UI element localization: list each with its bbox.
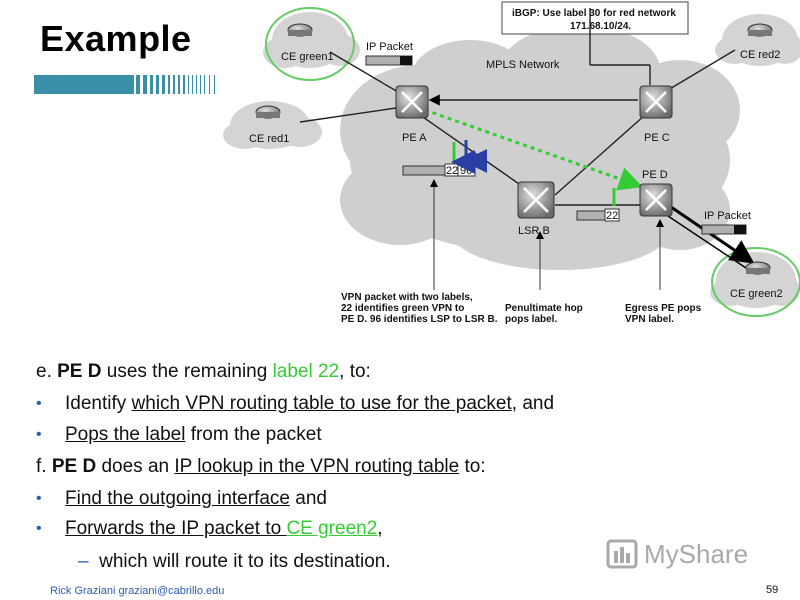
step-f-line: f. PE D does an IP lookup in the VPN rou… (36, 456, 486, 478)
bullet-1-marker: • (36, 395, 42, 412)
bullet-4-marker: • (36, 520, 42, 537)
ce-green1-router-icon (287, 23, 313, 37)
bullet-2-line: Pops the label from the packet (65, 424, 322, 446)
ip-packet-label: IP Packet (366, 41, 413, 53)
footer-author: Rick Graziani graziani@cabrillo.edu (50, 585, 225, 597)
step-e-line: e. PE D uses the remaining label 22, to: (36, 361, 371, 383)
bullet-4-underlined: Forwards the IP packet to (65, 518, 287, 539)
mpls-network-diagram: iBGP: Use label 30 for red network 171.6… (223, 1, 800, 325)
step-e-label-22: label 22 (272, 361, 340, 382)
green-lsp-path (424, 108, 643, 191)
slide-title: Example (40, 18, 192, 59)
step-f-router: PE D (51, 456, 97, 477)
ce-red1-label: CE red1 (249, 133, 289, 145)
pe-d-to-ce-green2-line (661, 211, 747, 269)
myshare-logo: MyShare (606, 539, 748, 569)
ibgp-note-box (501, 1, 689, 35)
bullet-4-ce-green2: CE green2 (286, 518, 378, 539)
ce-green2-router-icon (745, 261, 771, 275)
bullet-1-post: , and (511, 393, 555, 414)
sub-bullet-line: – which will route it to its destination… (78, 551, 391, 573)
labelled-packet-lsr-b (576, 208, 620, 222)
penultimate-note-line2: pops label. (505, 314, 557, 325)
myshare-logo-text: MyShare (644, 539, 748, 569)
title-stripe-decoration (34, 75, 215, 94)
router-pe-a-icon (395, 85, 429, 119)
bullet-4-post: , (377, 518, 383, 539)
ce-green2-label: CE green2 (730, 288, 783, 300)
ce-green1-label: CE green1 (281, 51, 334, 63)
step-f-prefix: f. (36, 456, 52, 477)
bullet-1-underlined: which VPN routing table to use for the p… (131, 393, 512, 414)
router-lsr-b-icon (517, 181, 555, 219)
ce-red1-cloud (223, 101, 322, 149)
ibgp-note-line1: iBGP: Use label 30 for red network (512, 8, 676, 19)
ce-green2-cloud (710, 247, 800, 317)
router-pe-d-icon (639, 183, 673, 217)
vpn-packet-note-line3: PE D. 96 identifies LSP to LSR B. (341, 314, 498, 325)
bullet-3-post: and (290, 488, 327, 509)
bullet-4-line: Forwards the IP packet to CE green2, (65, 518, 383, 540)
bullet-2-post: from the packet (185, 424, 322, 445)
router-pe-d-label: PE D (642, 169, 668, 181)
ip-packet-top (365, 55, 413, 66)
ip-packet-right-label: IP Packet (704, 210, 751, 222)
page-number: 59 (766, 584, 779, 596)
sub-bullet-dash: – (78, 551, 89, 572)
router-pe-c-label: PE C (644, 132, 670, 144)
mpls-network-label: MPLS Network (486, 59, 560, 71)
penultimate-note-line1: Penultimate hop (505, 303, 583, 314)
bullet-1-line: Identify which VPN routing table to use … (65, 393, 554, 415)
ce-red1-router-icon (255, 105, 281, 119)
label-96-text: 96 (460, 165, 472, 177)
ce-green1-cloud (263, 7, 360, 81)
step-e-prefix: e. (36, 361, 58, 382)
bullet-3-line: Find the outgoing interface and (65, 488, 327, 510)
ce-red2-label: CE red2 (740, 49, 780, 61)
bullet-2-underlined: Pops the label (65, 424, 186, 445)
ip-packet-right (701, 224, 747, 235)
step-e-mid: uses the remaining (101, 361, 273, 382)
label-22-right-text: 22 (606, 210, 618, 222)
mpls-cloud (340, 25, 740, 270)
bullet-3-underlined: Find the outgoing interface (65, 488, 290, 509)
egress-note-line1: Egress PE pops (625, 303, 702, 314)
egress-note-line2: VPN label. (625, 314, 674, 325)
bullet-1-pre: Identify (65, 393, 132, 414)
ibgp-note-line2: 171.68.10/24. (570, 21, 631, 32)
bullet-2-marker: • (36, 426, 42, 443)
bullet-3-marker: • (36, 490, 42, 507)
router-pe-a-label: PE A (402, 132, 427, 144)
sub-bullet-text: which will route it to its destination. (99, 551, 391, 572)
step-f-mid: does an (96, 456, 175, 477)
step-e-suffix: , to: (339, 361, 371, 382)
router-pe-c-icon (639, 85, 673, 119)
step-f-underlined: IP lookup in the VPN routing table (174, 456, 460, 477)
vpn-packet-note-line1: VPN packet with two labels, (341, 292, 473, 303)
step-f-suffix: to: (459, 456, 486, 477)
step-e-router: PE D (57, 361, 102, 382)
ce-red2-router-icon (747, 23, 773, 37)
router-lsr-b-label: LSR B (518, 225, 550, 237)
label-22-text: 22 (446, 165, 458, 177)
vpn-packet-note-line2: 22 identifies green VPN to (341, 303, 464, 314)
